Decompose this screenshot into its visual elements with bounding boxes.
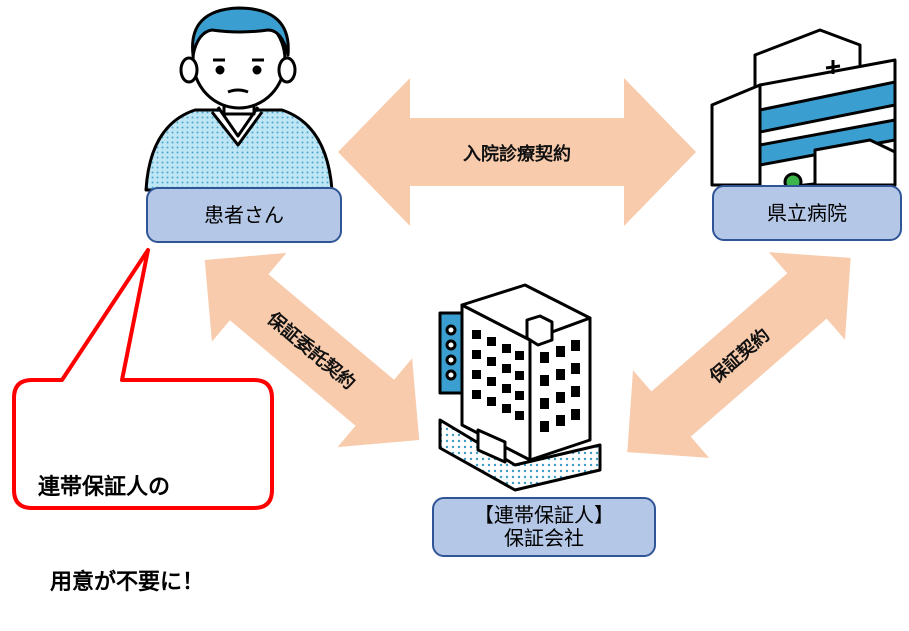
diagram-canvas <box>12 6 897 510</box>
hospital-illustration <box>710 28 897 192</box>
arrow-label-top: 入院診療契約 <box>463 144 571 165</box>
callout-line-1: 連帯保証人の <box>38 474 171 500</box>
callout-line-2: 用意が不要に！ <box>50 570 205 596</box>
node-guarantor-label-line1: 【連帯保証人】 <box>474 503 614 527</box>
arrow-contract-guarantee <box>627 252 851 458</box>
arrow-contract-guarantee-commission <box>204 252 420 448</box>
node-hospital-label: 県立病院 <box>767 200 847 225</box>
node-patient: 患者さん <box>146 187 342 243</box>
node-guarantor-company: 【連帯保証人】 保証会社 <box>432 497 656 557</box>
node-patient-label: 患者さん <box>204 202 284 227</box>
arrow-contract-hospital <box>338 78 696 226</box>
guarantor-building-illustration <box>438 283 602 492</box>
node-hospital: 県立病院 <box>712 185 902 241</box>
node-guarantor-label-line2: 保証会社 <box>504 526 584 550</box>
callout-text: 連帯保証人の 用意が不要に！ <box>38 408 204 631</box>
callout-bubble <box>12 248 274 510</box>
patient-illustration <box>144 6 334 192</box>
